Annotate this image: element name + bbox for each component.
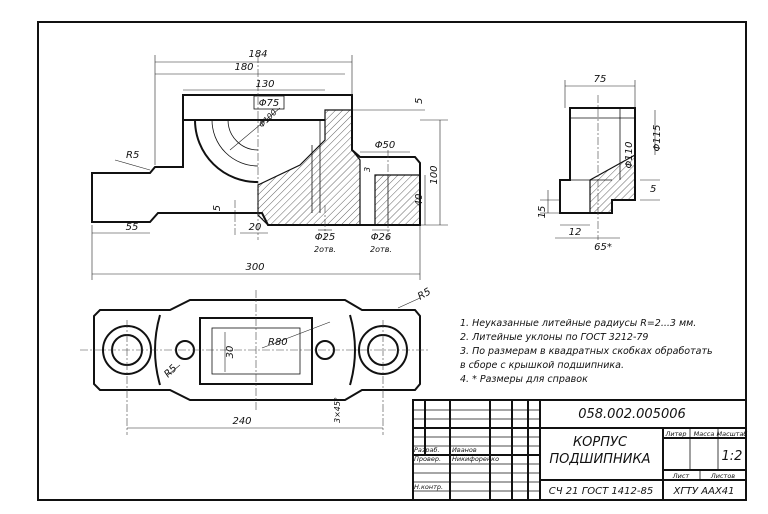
dim-180: 180 xyxy=(234,62,253,73)
dim-r5-plan-a: R5 xyxy=(416,286,433,302)
tb-developed-by: Иванов xyxy=(452,446,477,454)
dim-phi100: Φ100 xyxy=(257,108,279,130)
side-dim-5: 5 xyxy=(650,184,656,195)
dim-240: 240 xyxy=(232,416,251,427)
dim-phi25: Φ25 xyxy=(315,232,336,243)
dim-phi115: Φ115 xyxy=(652,125,663,152)
tb-designation: 058.002.005006 xyxy=(578,407,686,422)
side-dim-15: 15 xyxy=(537,206,548,219)
dim-r5-plan-b: R5 xyxy=(162,363,179,380)
dim-40: 40 xyxy=(414,194,425,207)
tb-row-checked: Провер. xyxy=(414,455,441,463)
tb-sheet: Лист xyxy=(672,472,690,480)
side-dim-12: 12 xyxy=(569,227,582,238)
dim-5: 5 xyxy=(212,205,223,211)
note-3: 3. По размерам в квадратных скобках обра… xyxy=(460,346,713,357)
tb-organization: ХГТУ ААХ41 xyxy=(672,486,734,497)
tb-name-line1: КОРПУС xyxy=(573,435,628,450)
dim-phi50: Φ50 xyxy=(375,140,396,151)
tb-sheets: Листов xyxy=(710,472,735,480)
dim-3: 3 xyxy=(363,167,372,172)
dim-phi75: Φ75 xyxy=(259,98,280,109)
tb-material: СЧ 21 ГОСТ 1412-85 xyxy=(549,486,653,497)
dim-phi26: Φ26 xyxy=(371,232,392,243)
dim-r5: R5 xyxy=(126,150,139,161)
side-view xyxy=(540,80,660,240)
sheet-frame xyxy=(37,21,747,501)
tb-name-line2: ПОДШИПНИКА xyxy=(549,452,650,467)
side-dim-65: 65* xyxy=(594,242,612,253)
title-block xyxy=(412,399,747,501)
dim-130: 130 xyxy=(255,79,274,90)
dim-300: 300 xyxy=(245,262,264,273)
dim-chamfer: 3×45° xyxy=(333,397,342,423)
dim-5-top: 5 xyxy=(414,98,425,104)
dim-phi110: Φ110 xyxy=(624,142,635,169)
front-view xyxy=(91,55,448,280)
dim-20: 20 xyxy=(249,222,262,233)
tb-scale: 1:2 xyxy=(722,449,743,464)
dim-184: 184 xyxy=(248,49,267,60)
dim-box-phi75 xyxy=(253,95,285,110)
tb-row-developed: Разраб. xyxy=(414,446,440,454)
tb-checked-by: Никифоренко xyxy=(452,455,499,463)
holes-label-2: 2отв. xyxy=(370,245,392,254)
dim-55: 55 xyxy=(126,222,139,233)
plan-view xyxy=(80,290,430,435)
note-1: 1. Неуказанные литейные радиусы R=2...3 … xyxy=(460,318,696,329)
tb-row-norm: Н.контр. xyxy=(414,483,443,491)
tb-col-lit: Литер xyxy=(664,430,686,438)
dim-r80: R80 xyxy=(268,337,288,348)
dim-100: 100 xyxy=(429,165,440,184)
note-3-continued: в сборе с крышкой подшипника. xyxy=(460,360,624,371)
note-4: 4. * Размеры для справок xyxy=(460,374,588,385)
holes-label-1: 2отв. xyxy=(314,245,336,254)
note-2: 2. Литейные уклоны по ГОСТ 3212-79 xyxy=(460,332,648,343)
tb-col-scale: Масштаб xyxy=(717,430,748,438)
dim-75: 75 xyxy=(594,74,607,85)
tb-col-mass: Масса xyxy=(694,430,715,438)
dim-30: 30 xyxy=(225,346,236,359)
